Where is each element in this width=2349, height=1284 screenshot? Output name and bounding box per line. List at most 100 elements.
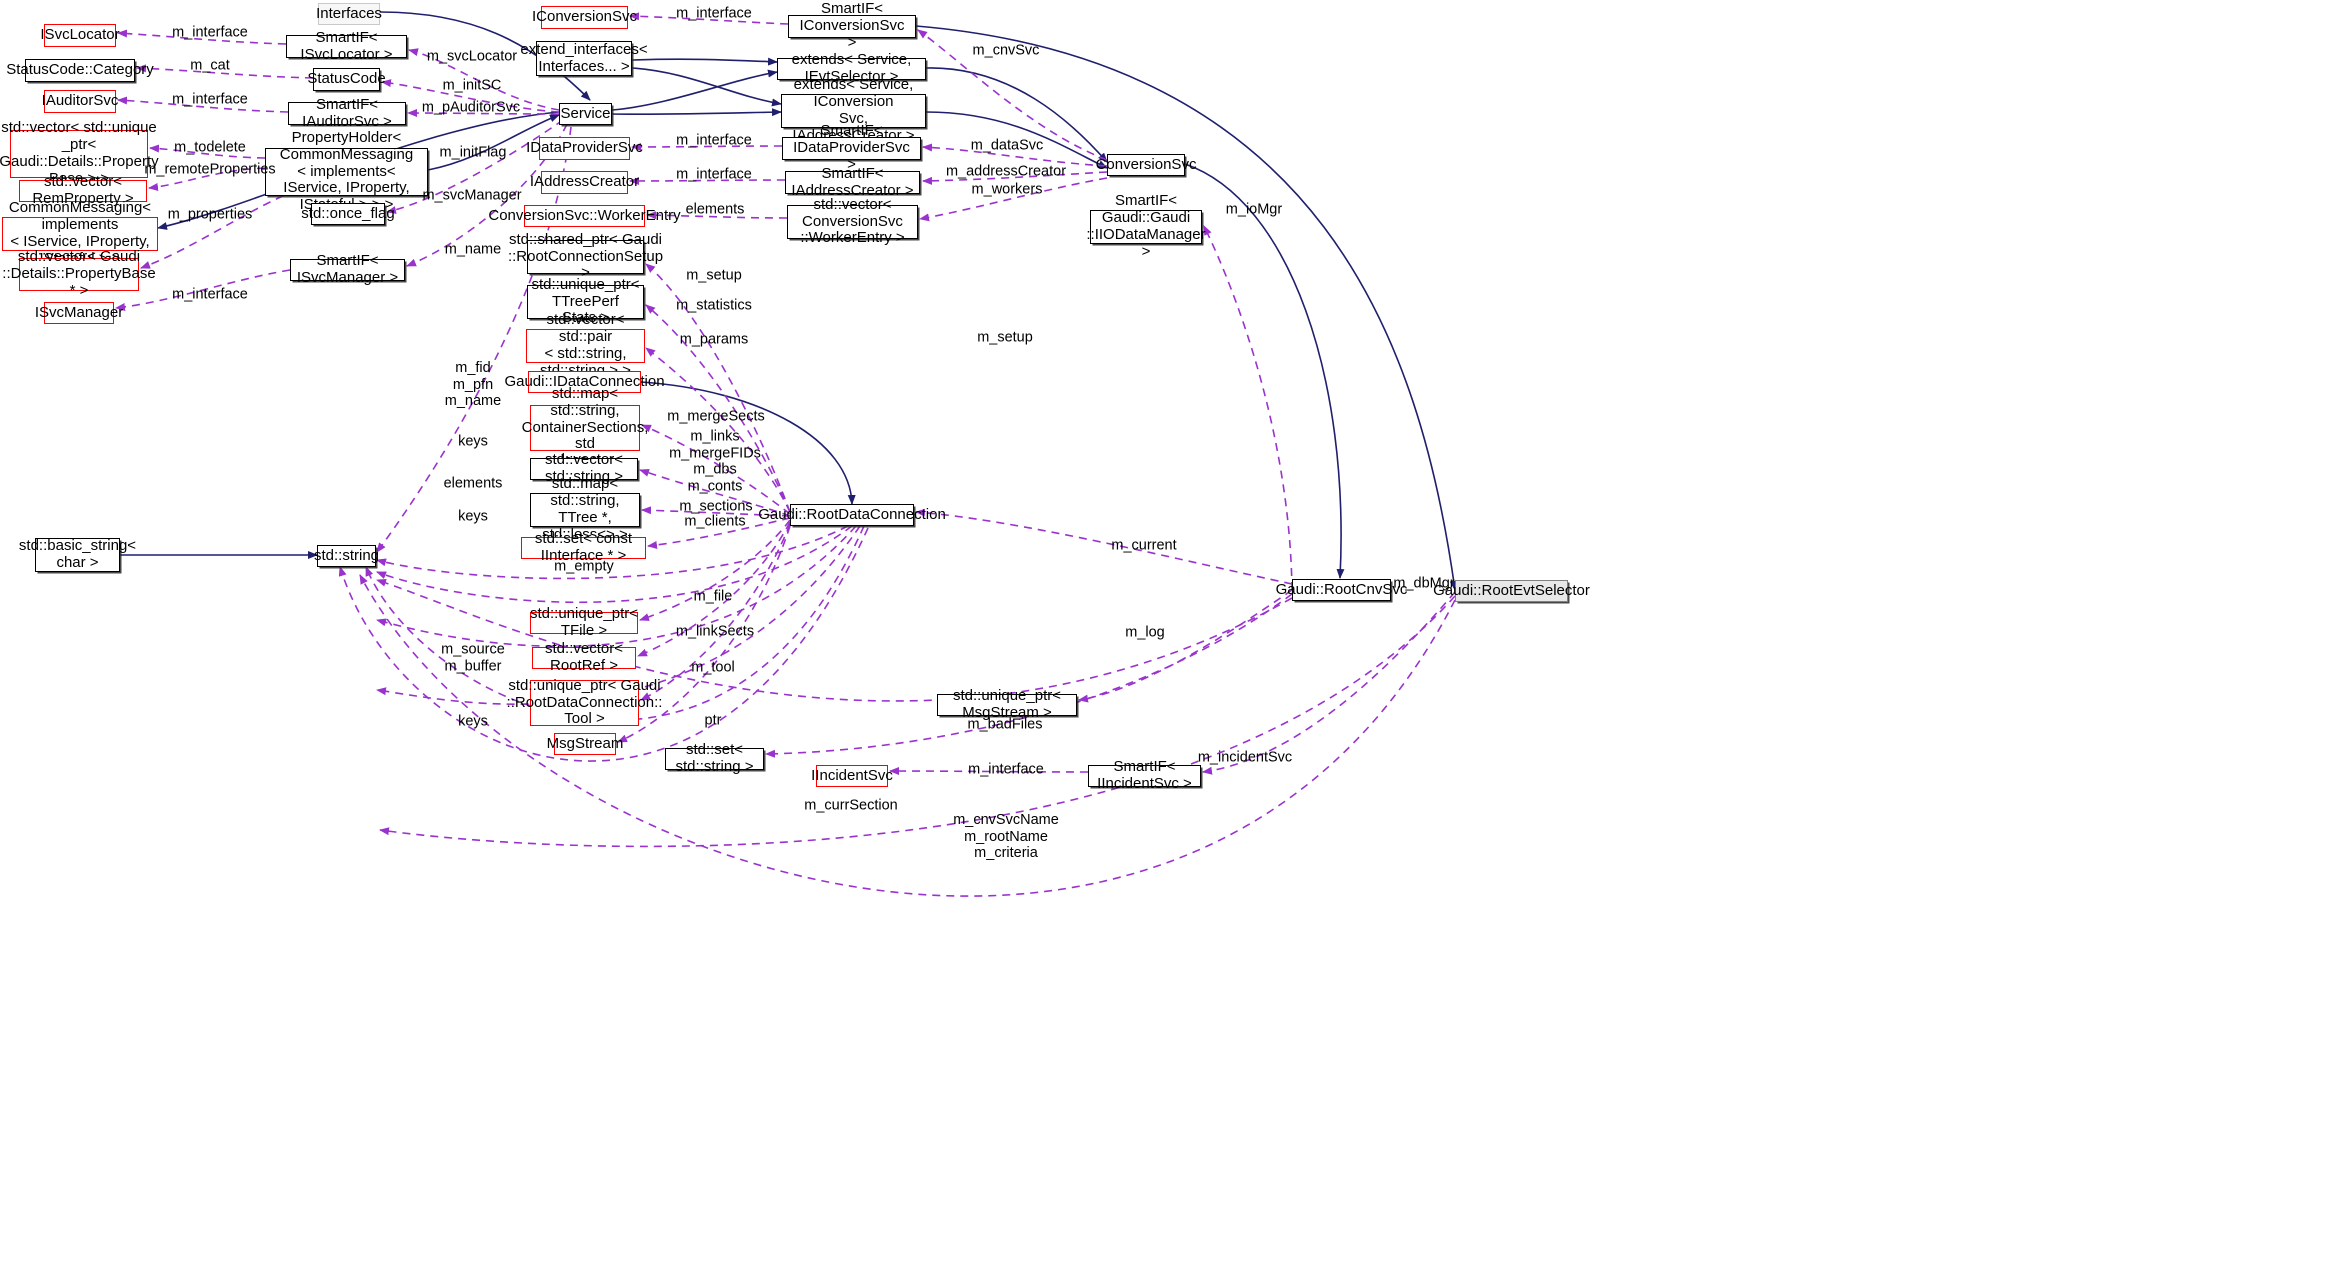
usage-edge xyxy=(1203,225,1293,591)
class-node-rootevtselector[interactable]: Gaudi::RootEvtSelector xyxy=(1433,580,1590,602)
class-node-rootdataconn[interactable]: Gaudi::RootDataConnection xyxy=(758,504,946,526)
class-node-smartif-iodatamgr[interactable]: SmartIF< Gaudi::Gaudi ::IIODataManager > xyxy=(1086,192,1206,260)
edge-label: m_initFlag xyxy=(439,144,507,161)
class-node-smartif-iaud[interactable]: SmartIF< IAuditorSvc > xyxy=(288,96,406,129)
class-node-set-string[interactable]: std::set< std::string > xyxy=(665,741,764,775)
inheritance-edge xyxy=(631,67,782,107)
class-node-isvclocator[interactable]: ISvcLocator xyxy=(40,24,120,47)
class-node-service[interactable]: Service xyxy=(559,103,612,125)
class-node-map-contsect[interactable]: std::map< std::string, ContainerSections… xyxy=(521,385,649,469)
edge-label: m_incidentSvc xyxy=(1197,749,1293,766)
class-node-idataprovidersvc[interactable]: IDataProviderSvc xyxy=(526,137,643,160)
edge-label: m_links m_mergeFIDs m_dbs m_conts xyxy=(669,428,761,495)
class-node-set-iinterface[interactable]: std::set< const IInterface * > xyxy=(521,530,646,564)
edge-label: m_interface xyxy=(172,91,248,108)
class-node-unique-msgstream[interactable]: std::unique_ptr< MsgStream > xyxy=(937,687,1077,721)
edge-label: m_linkSects xyxy=(675,623,755,640)
class-node-unique-tfile[interactable]: std::unique_ptr< TFile > xyxy=(530,605,638,639)
class-node-interfaces[interactable]: Interfaces xyxy=(316,3,382,25)
class-node-smartif-iincident[interactable]: SmartIF< IIncidentSvc > xyxy=(1088,758,1201,792)
class-node-isvcmanager[interactable]: ISvcManager xyxy=(35,302,123,324)
edge-label: m_interface xyxy=(968,761,1044,778)
edge-label: m_cat xyxy=(190,57,230,74)
class-node-vec-unique-prop[interactable]: std::vector< std::unique _ptr< Gaudi::De… xyxy=(0,119,159,187)
class-node-vec-workerentry[interactable]: std::vector< ConversionSvc ::WorkerEntry… xyxy=(787,196,918,246)
edge-label: m_todelete xyxy=(174,139,246,156)
edge-label: m_addressCreator xyxy=(945,163,1067,180)
class-node-unique-rdctool[interactable]: std::unique_ptr< Gaudi ::RootDataConnect… xyxy=(506,676,663,728)
class-node-iauditorsvc[interactable]: IAuditorSvc xyxy=(42,90,118,113)
class-node-smartif-iaddrcr[interactable]: SmartIF< IAddressCreator > xyxy=(785,165,920,198)
edge-label: m_initSC xyxy=(442,77,502,94)
class-node-smartif-idataprov[interactable]: SmartIF< IDataProviderSvc > xyxy=(782,122,921,173)
usage-edge xyxy=(359,574,1456,897)
edge-label: m_badFiles xyxy=(967,716,1043,733)
edge-label: m_clients xyxy=(684,513,746,530)
class-node-vec-propbaseptr[interactable]: std::vector< Gaudi ::Details::PropertyBa… xyxy=(2,248,156,299)
class-node-std-string[interactable]: std::string xyxy=(314,545,379,567)
edge-label: m_params xyxy=(679,331,749,348)
class-node-msgstream[interactable]: MsgStream xyxy=(547,733,623,755)
edge-label: m_interface xyxy=(676,5,752,22)
edge-label: m_setup xyxy=(977,329,1033,346)
class-node-iaddresscreator[interactable]: IAddressCreator xyxy=(530,171,639,194)
edge-label: m_current xyxy=(1111,537,1177,554)
edge-label: m_ioMgr xyxy=(1225,201,1283,218)
edge-label: m_statistics xyxy=(676,297,752,314)
usage-edge xyxy=(1202,591,1456,775)
edge-label: m_svcLocator xyxy=(426,48,518,65)
edge-label: m_properties xyxy=(167,206,253,223)
class-node-conversionsvc[interactable]: ConversionSvc xyxy=(1096,154,1196,176)
class-node-statuscode-cat[interactable]: StatusCode::Category xyxy=(6,59,154,82)
edge-label: m_interface xyxy=(172,24,248,41)
edge-label: keys xyxy=(458,508,488,525)
class-node-extend-interfaces[interactable]: extend_interfaces< Interfaces... > xyxy=(520,40,648,76)
usage-edge xyxy=(1078,589,1293,703)
edge-label: elements xyxy=(685,201,745,218)
class-node-rootcnvsvc[interactable]: Gaudi::RootCnvSvc xyxy=(1276,579,1407,601)
edge-label: m_name xyxy=(444,241,502,258)
class-node-iconversionsvc[interactable]: IConversionSvc xyxy=(532,6,637,29)
edge-label: m_interface xyxy=(676,166,752,183)
class-node-smartif-icnvsvc[interactable]: SmartIF< IConversionSvc > xyxy=(788,0,916,51)
edge-label: m_empty xyxy=(554,558,614,575)
edge-label: m_svcManager xyxy=(422,187,522,204)
usage-edge xyxy=(915,508,1293,585)
edge-label: m_source m_buffer xyxy=(441,641,505,674)
edge-label: m_setup xyxy=(686,267,742,284)
class-node-statuscode[interactable]: StatusCode xyxy=(307,68,386,91)
edge-label: ptr xyxy=(704,712,722,729)
class-node-map-ttree[interactable]: std::map< std::string, TTree *, std::les… xyxy=(530,476,640,543)
inheritance-edge xyxy=(915,25,1458,591)
edge-label: m_pAuditorSvc xyxy=(421,99,521,116)
class-node-smartif-isvcmgr[interactable]: SmartIF< ISvcManager > xyxy=(290,252,405,286)
class-node-propertyholder[interactable]: PropertyHolder< CommonMessaging < implem… xyxy=(265,129,428,213)
class-node-vec-pair-str[interactable]: std::vector< std::pair < std::string, st… xyxy=(526,312,645,379)
class-node-cnvsvc-worker[interactable]: ConversionSvc::WorkerEntry xyxy=(488,205,681,227)
inheritance-edge xyxy=(611,69,778,111)
edge-label: m_workers xyxy=(971,181,1043,198)
edge-label: elements xyxy=(443,475,503,492)
inheritance-edge xyxy=(611,108,782,117)
inheritance-edge xyxy=(631,57,778,66)
edge-label: m_currSection xyxy=(804,797,898,814)
edge-label: keys xyxy=(458,433,488,450)
edge-label: m_dbMgr xyxy=(1393,575,1455,592)
class-node-vec-rootref[interactable]: std::vector< RootRef > xyxy=(532,640,636,674)
edge-label: m_file xyxy=(693,588,733,605)
edge-label: m_mergeSects xyxy=(667,408,765,425)
class-node-basic-string[interactable]: std::basic_string< char > xyxy=(18,537,137,572)
edge-label: m_log xyxy=(1125,624,1165,641)
edge-label: m_interface xyxy=(676,132,752,149)
class-node-commonmessaging[interactable]: CommonMessaging< implements < IService, … xyxy=(2,200,158,267)
class-node-smartif-isvcloc[interactable]: SmartIF< ISvcLocator > xyxy=(286,29,407,62)
class-node-once-flag[interactable]: std::once_flag xyxy=(301,203,395,225)
edge-label: m_dataSvc xyxy=(970,137,1044,154)
edge-label: m_cnvSvc xyxy=(972,42,1040,59)
edge-label: m_interface xyxy=(172,286,248,303)
class-node-shared-rootconn[interactable]: std::shared_ptr< Gaudi ::RootConnectionS… xyxy=(507,230,664,282)
edge-label: m_cnvSvcName m_rootName m_criteria xyxy=(953,811,1059,862)
edge-label: m_tool xyxy=(691,659,735,676)
class-node-iincidentsvc[interactable]: IIncidentSvc xyxy=(811,765,893,787)
